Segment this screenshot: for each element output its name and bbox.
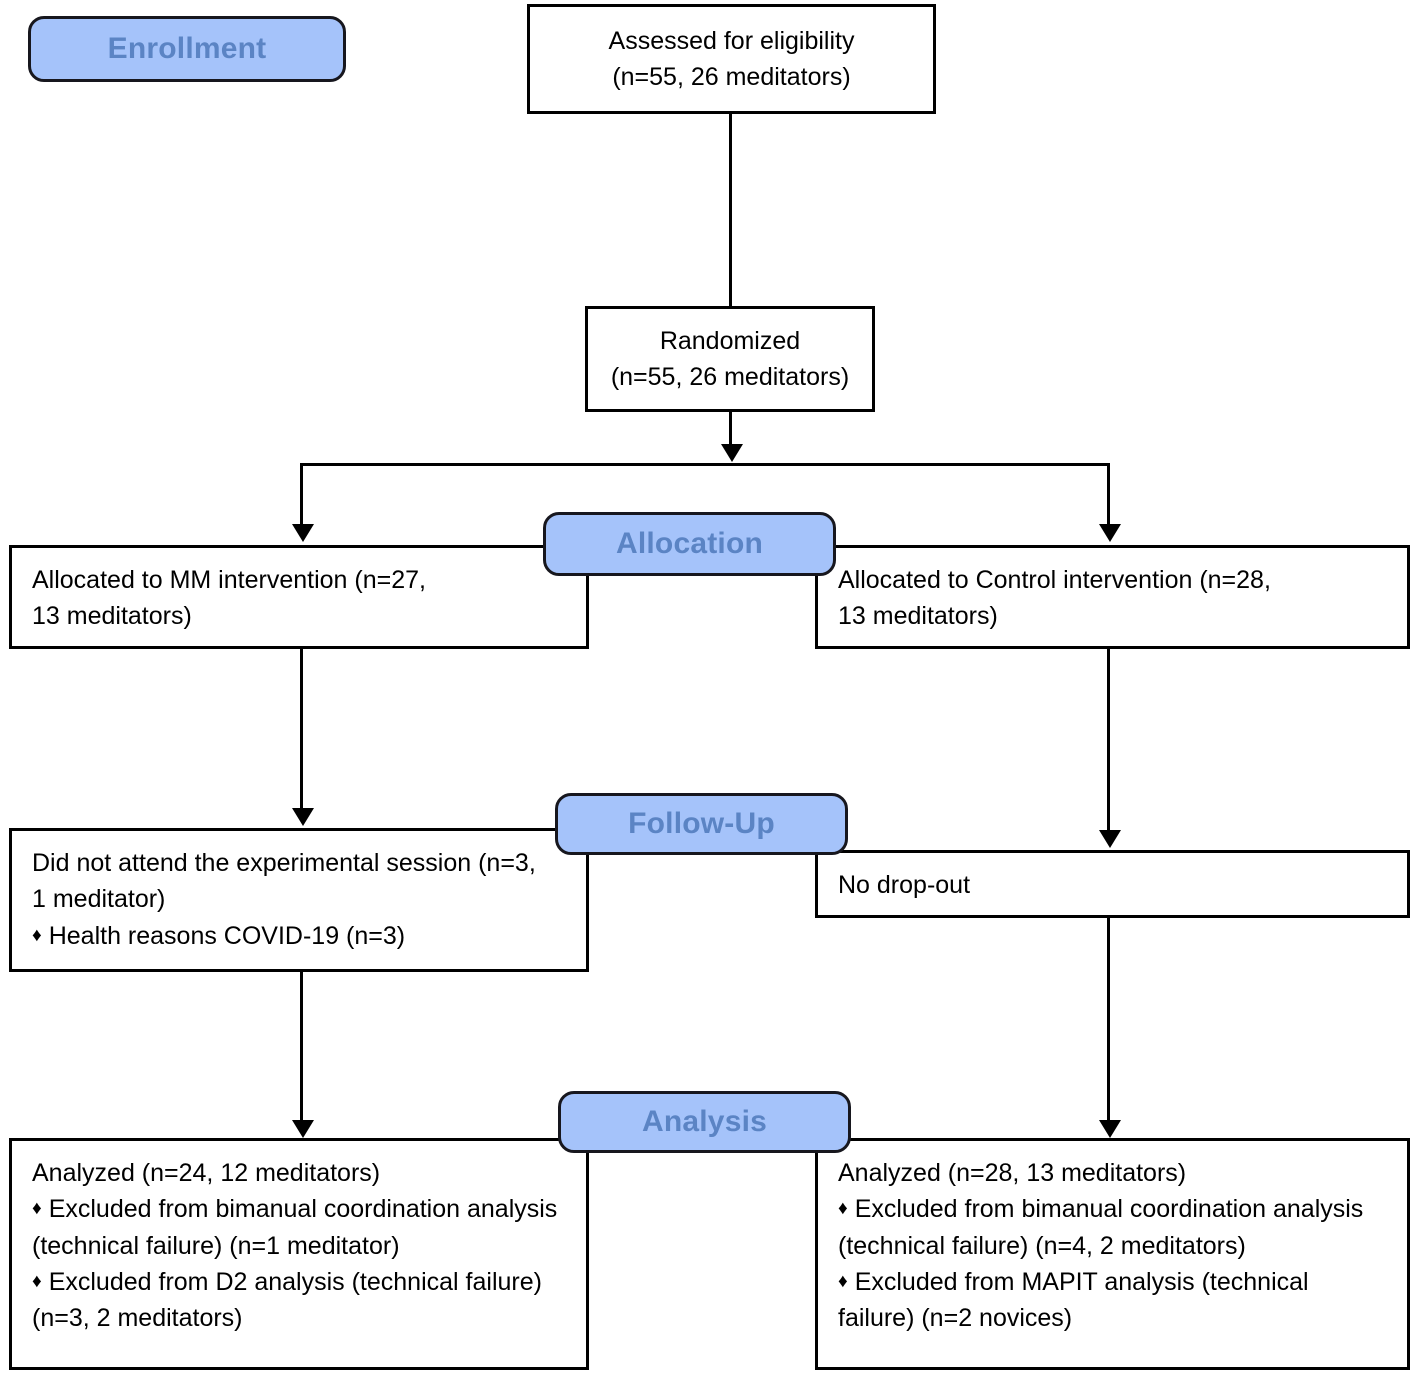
connector-split-right-down — [1107, 463, 1110, 529]
node-analysis-mm: Analyzed (n=24, 12 meditators) ♦Excluded… — [9, 1138, 589, 1370]
analysis-control-bullet-1-row: ♦Excluded from bimanual coordination ana… — [838, 1191, 1391, 1264]
analysis-control-line-1: Analyzed (n=28, 13 meditators) — [838, 1159, 1187, 1187]
arrowhead-followup-mm — [292, 808, 314, 826]
connector-eligibility-to-randomized — [729, 114, 732, 306]
eligibility-line-1: Assessed for eligibility — [608, 26, 855, 55]
node-analysis-control: Analyzed (n=28, 13 meditators) ♦Excluded… — [815, 1138, 1410, 1370]
arrowhead-allocation-control — [1099, 524, 1121, 542]
allocated-mm-line-2: 13 meditators) — [32, 602, 192, 631]
diamond-bullet-icon: ♦ — [838, 1270, 848, 1292]
analysis-control-bullet-2-row: ♦Excluded from MAPIT analysis (technical… — [838, 1264, 1391, 1337]
node-followup-control: No drop-out — [815, 850, 1410, 918]
followup-control-line-1: No drop-out — [838, 871, 971, 899]
analysis-mm-bullet-2: Excluded from D2 analysis (technical fai… — [32, 1267, 549, 1332]
stage-banner-analysis: Analysis — [558, 1091, 851, 1153]
analysis-mm-bullet-2-row: ♦Excluded from D2 analysis (technical fa… — [32, 1264, 570, 1337]
eligibility-line-2: (n=55, 26 meditators) — [612, 63, 851, 91]
allocated-mm-line-1: Allocated to MM intervention (n=27, — [32, 566, 426, 594]
randomized-line-1: Randomized — [659, 326, 801, 355]
allocated-control-line-2: 13 meditators) — [838, 602, 998, 631]
node-allocated-control: Allocated to Control intervention (n=28,… — [815, 545, 1410, 649]
randomized-line-2: (n=55, 26 meditators) — [610, 363, 850, 391]
node-followup-mm: Did not attend the experimental session … — [9, 828, 589, 972]
arrowhead-randomized-down — [721, 444, 743, 462]
connector-allocation-split-bar — [300, 463, 1110, 466]
analysis-control-bullet-2: Excluded from MAPIT analysis (technical … — [838, 1267, 1316, 1332]
diamond-bullet-icon: ♦ — [838, 1198, 848, 1220]
arrowhead-followup-control — [1099, 830, 1121, 848]
arrowhead-allocation-mm — [292, 524, 314, 542]
followup-mm-line-1: Did not attend the experimental session … — [32, 849, 536, 877]
node-assessed-for-eligibility: Assessed for eligibility (n=55, 26 medit… — [527, 4, 936, 114]
connector-randomized-down — [729, 412, 732, 448]
allocated-control-line-1: Allocated to Control intervention (n=28, — [838, 566, 1271, 594]
arrowhead-analysis-control — [1099, 1120, 1121, 1138]
stage-banner-enrollment: Enrollment — [28, 16, 346, 82]
followup-mm-line-2: 1 meditator) — [32, 885, 166, 914]
connector-split-left-down — [300, 463, 303, 529]
analysis-mm-bullet-1: Excluded from bimanual coordination anal… — [32, 1195, 565, 1260]
followup-mm-bullet-1-row: ♦ Health reasons COVID-19 (n=3) — [32, 918, 570, 954]
connector-control-allocation-to-followup — [1107, 649, 1110, 833]
stage-banner-allocation: Allocation — [543, 512, 836, 576]
stage-banner-followup: Follow-Up — [555, 793, 848, 855]
arrowhead-analysis-mm — [292, 1120, 314, 1138]
diamond-bullet-icon: ♦ — [32, 1270, 42, 1292]
diamond-bullet-icon: ♦ — [32, 924, 42, 946]
diamond-bullet-icon: ♦ — [32, 1198, 42, 1220]
connector-control-followup-to-analysis — [1107, 918, 1110, 1122]
analysis-control-bullet-1: Excluded from bimanual coordination anal… — [838, 1195, 1371, 1260]
connector-mm-allocation-to-followup — [300, 649, 303, 811]
connector-mm-followup-to-analysis — [300, 972, 303, 1122]
analysis-mm-line-1: Analyzed (n=24, 12 meditators) — [32, 1159, 381, 1187]
node-allocated-mm: Allocated to MM intervention (n=27, 13 m… — [9, 545, 589, 649]
node-randomized: Randomized (n=55, 26 meditators) — [585, 306, 875, 412]
analysis-mm-bullet-1-row: ♦Excluded from bimanual coordination ana… — [32, 1191, 570, 1264]
followup-mm-bullet-1: Health reasons COVID-19 (n=3) — [48, 921, 406, 950]
